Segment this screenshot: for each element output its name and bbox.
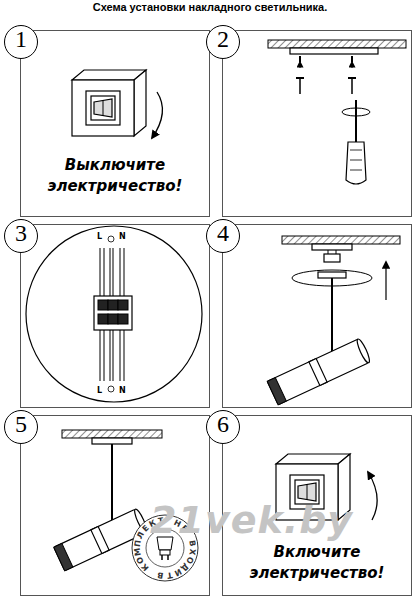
rod [111,444,113,528]
wire [124,330,125,381]
screwdriver-handle [346,142,366,184]
ceiling-hatch [282,236,400,244]
rocker-line [307,484,308,500]
spot-lens [355,338,371,364]
plate-screw [351,56,353,62]
wire [100,248,101,296]
spot-body [267,339,369,405]
instruction-text: Выключите электричество! [21,155,209,197]
instruction-text: Включите электричество! [223,542,411,584]
wire [120,330,121,381]
step-panel: 2 [222,30,412,217]
step-number: 1 [4,25,38,59]
screw-head [348,77,356,79]
mount-plate [290,48,378,54]
up-arrow [385,262,386,300]
ceiling-hatch [62,430,162,438]
terminal-screw [98,314,108,324]
terminal-label: N [119,232,126,241]
terminal-screw [108,314,118,324]
wire [328,250,329,254]
fixture-base [318,272,346,278]
switch-arrow [368,472,377,520]
wire [100,330,101,381]
screwdriver-shaft [355,100,357,142]
terminal-block [94,296,132,330]
ground-symbol [108,236,114,242]
wire [336,250,337,254]
switch-frame [86,91,120,125]
rotation-arrow [342,108,370,116]
spot-end [54,543,73,570]
terminal-label: L [97,232,102,241]
ground-symbol [108,386,114,392]
canopy [92,438,132,444]
spot-joint [91,527,109,554]
handle-groove [350,160,362,161]
wire [104,248,105,296]
rocker-line [103,100,104,116]
terminal-screw [98,300,108,310]
screw-arrow [352,62,353,68]
wire [104,330,105,381]
canopy [312,244,352,250]
watermark: 21vek.by [150,498,353,542]
bulb-base [160,550,170,555]
step-number: 3 [4,219,38,253]
bulb-pin [167,555,169,560]
terminal-screw [118,300,128,310]
bulb-pin [161,555,163,560]
ceiling-hatch [268,40,406,48]
step-number: 2 [206,25,240,59]
handle-groove [350,150,362,151]
step-panel: 4 [222,224,412,408]
step-number: 6 [206,410,240,444]
wire [113,248,114,296]
title: Схема установки накладного светильника. [0,1,420,13]
screw [351,78,353,94]
box-side [134,70,146,136]
screw-head [296,77,304,79]
spot-body [54,509,147,571]
detail-circle [26,226,202,402]
switch-plate [91,96,115,120]
spot-end [267,378,286,405]
screw-arrow [300,62,301,68]
step-panel: 3 [20,224,210,408]
rocker [94,99,112,117]
terminal-screw [108,300,118,310]
wire [124,248,125,296]
spotlight [267,338,371,405]
terminal [324,254,340,262]
terminal-screw [118,314,128,324]
switch-box [72,70,146,136]
plate-screw [299,56,301,62]
handle-groove [350,170,362,171]
step-panel: 1Выключите электричество! [20,30,210,217]
step-number: 4 [206,219,240,253]
wire [120,248,121,296]
wire [113,330,114,381]
step-number: 5 [4,410,38,444]
terminal-label: L [97,386,102,395]
switch-arrow [152,92,162,138]
wire [110,248,111,296]
wire [110,330,111,381]
spot-joint [309,359,327,386]
box-front [72,80,134,136]
rod [331,278,333,352]
screw [299,78,301,94]
terminal-label: N [119,386,126,395]
